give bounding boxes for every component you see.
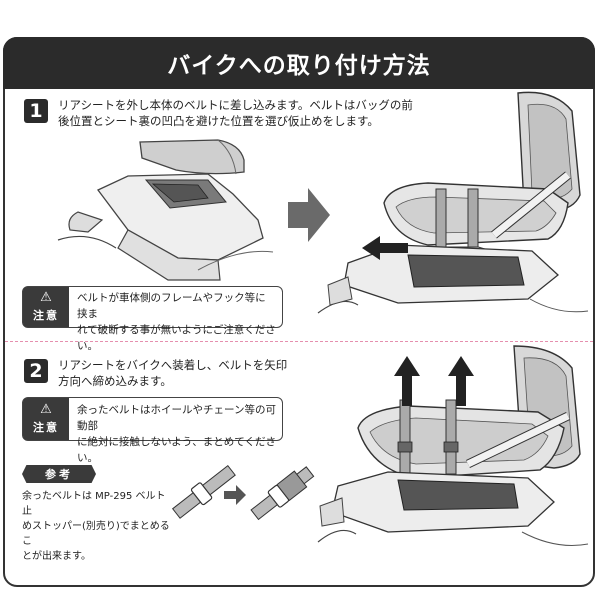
caution-1-line1: ベルトが車体側のフレームやフック等に挟ま <box>77 292 266 320</box>
page-title: バイクへの取り付け方法 <box>167 53 431 79</box>
step-1-number: 1 <box>24 99 48 123</box>
reference-text: 余ったベルトは MP-295 ベルト止 めストッパー(別売り)でまとめるこ とが… <box>22 489 172 564</box>
caution-text-1: ベルトが車体側のフレームやフック等に挟ま れて破断する事が無いようにご注意くださ… <box>77 290 276 354</box>
caution-box-1: ⚠ 注意 ベルトが車体側のフレームやフック等に挟ま れて破断する事が無いようにご… <box>22 286 283 352</box>
arrow-up-icon <box>394 356 420 406</box>
step-2-text-line1: リアシートをバイクへ装着し、ベルトを矢印 <box>58 358 288 372</box>
caution-badge-1: ⚠ 注意 <box>23 287 69 327</box>
step-divider <box>5 341 593 342</box>
arrow-left-icon <box>362 236 408 260</box>
caution-label-2: 注意 <box>33 421 59 434</box>
bag-tightened-illustration <box>317 345 589 546</box>
caution-2-line2: に絶対に接触しないよう、まとめてください。 <box>77 436 276 464</box>
caution-badge-2: ⚠ 注意 <box>23 398 69 440</box>
caution-label-1: 注意 <box>33 309 59 322</box>
step-1-text-line1: リアシートを外し本体のベルトに差し込みます。ベルトはバッグの前 <box>58 98 413 112</box>
step-2-number: 2 <box>24 359 48 383</box>
belt-stopper-illustration <box>171 464 315 521</box>
step-2-text: リアシートをバイクへ装着し、ベルトを矢印 方向へ締め込みます。 <box>58 357 318 389</box>
reference-line2: めストッパー(別売り)でまとめるこ <box>22 521 170 547</box>
step-1-text-line2: 後位置とシート裏の凹凸を避けた位置を選び仮止めをします。 <box>58 114 379 128</box>
caution-text-2: 余ったベルトはホイールやチェーン等の可動部 に絶対に接触しないよう、まとめてくだ… <box>77 402 276 466</box>
step-1-text: リアシートを外し本体のベルトに差し込みます。ベルトはバッグの前 後位置とシート裏… <box>58 97 438 129</box>
caution-box-2: ⚠ 注意 余ったベルトはホイールやチェーン等の可動部 に絶対に接触しないよう、ま… <box>22 397 283 464</box>
warning-triangle-icon: ⚠ <box>40 290 52 305</box>
step-2-text-line2: 方向へ締め込みます。 <box>58 374 172 388</box>
bag-on-bike-temporary-fix-illustration <box>317 91 589 314</box>
caution-1-line2: れて破断する事が無いようにご注意ください。 <box>77 324 276 352</box>
title-bar: バイクへの取り付け方法 <box>3 37 595 89</box>
reference-line1: 余ったベルトは MP-295 ベルト止 <box>22 491 166 517</box>
arrow-right-icon <box>288 188 330 242</box>
reference-line3: とが出来ます。 <box>22 551 91 562</box>
warning-triangle-icon: ⚠ <box>40 402 52 417</box>
arrow-up-icon <box>448 356 474 406</box>
bike-rear-seat-removed-illustration <box>57 139 274 281</box>
caution-2-line1: 余ったベルトはホイールやチェーン等の可動部 <box>77 404 276 432</box>
reference-badge: 参考 <box>22 465 96 483</box>
